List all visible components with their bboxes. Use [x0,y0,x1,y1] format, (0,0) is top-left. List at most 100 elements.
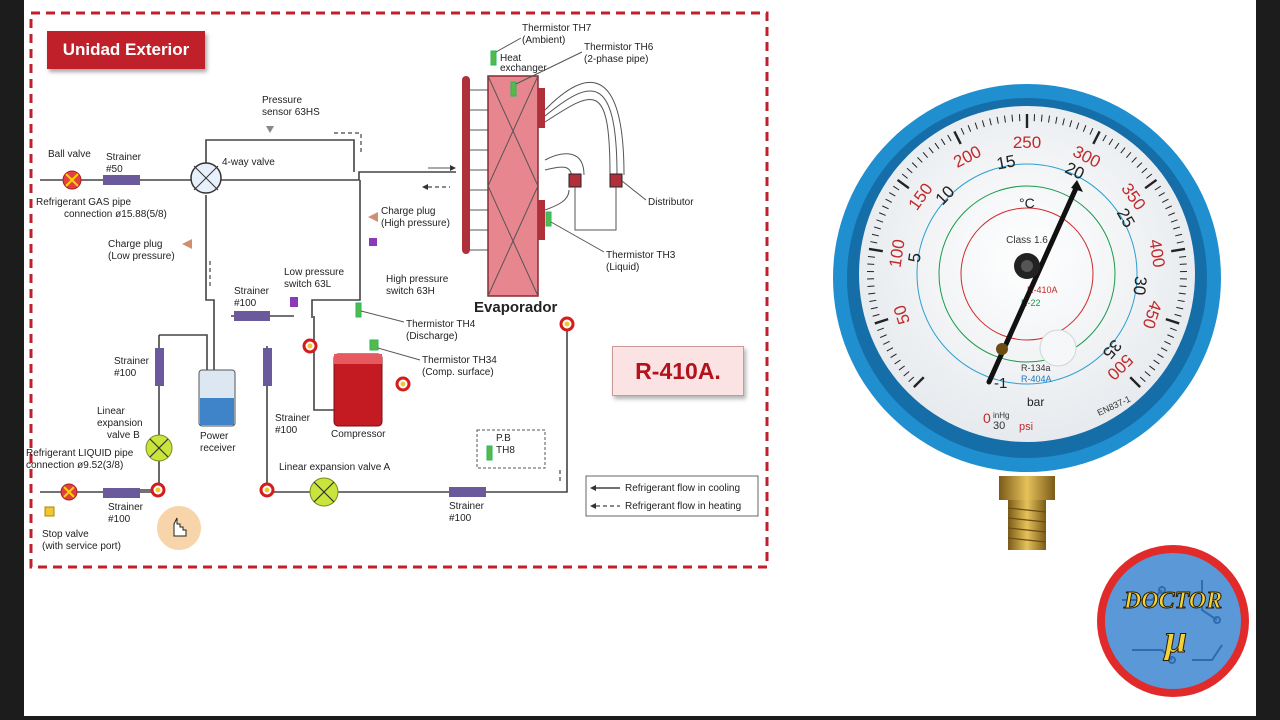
label-distributor: Distributor [648,197,694,208]
label-strainer100-right-b: #100 [449,513,472,524]
label-hp-switch: High pressure [386,274,449,285]
psi-zero: 0 [983,410,991,426]
distributor-link [574,187,617,231]
psi-scale-label: 100 [886,238,909,269]
flow-legend [585,475,759,517]
thermistor-th8-icon [486,445,493,461]
unit-celsius: °C [1019,195,1035,211]
label-charge-plug-low-b: (Low pressure) [108,251,175,262]
gauge-tick [953,130,962,145]
gauge-tick [1154,185,1162,191]
gauge-tick [922,152,929,158]
gauge-tick [989,118,992,126]
gauge-tick [868,247,883,253]
label-liquid-pipe: Refrigerant LIQUID pipe [26,448,134,459]
section-title-text: Unidad Exterior [62,40,190,59]
gauge-tick [1120,147,1126,154]
gauge-tick [878,212,886,216]
label-strainer100-bottom: Strainer [108,502,144,513]
valve-cross [63,486,75,498]
bar-scale-label: 15 [995,151,1017,173]
label-th6: Thermistor TH6 [584,42,654,53]
low-pressure-switch-icon [290,297,298,307]
gas-line-to-hex [219,171,456,181]
label-power-receiver: Power [200,431,229,442]
label-stop-valve: Stop valve [42,529,89,540]
arrowhead [422,184,428,190]
receiver-liquid [200,398,234,425]
label-lev-a: Linear expansion valve A [279,462,391,473]
gauge-adjust-knob [1039,329,1077,367]
leader [377,347,421,361]
label-liquid-pipe-b: connection ø9.52(3/8) [26,460,123,471]
gauge-tick [1069,120,1073,128]
label-lev-b-2: expansion [97,418,143,429]
gauge-tick [886,347,894,352]
gauge-tick [1114,142,1120,150]
capillary-tubes [544,81,625,211]
gauge-ticks [867,114,1187,388]
label-heat-exchanger-b: exchanger [500,63,547,74]
diagram-frame [29,11,769,569]
label-hp-switch-b: switch 63H [386,286,435,297]
gauge-tick [1011,114,1014,122]
gauge-tick [867,255,875,258]
ref-r22: R-22 [1021,298,1041,308]
label-th34: Thermistor TH34 [422,355,497,366]
vacuum-30: 30 [993,420,1005,432]
leader [360,310,405,323]
gauge-tick [1102,134,1107,142]
scale-ring-green [938,185,1116,363]
arrowhead [450,165,456,171]
gauge-tick [1144,371,1151,377]
gauge-tick [1149,365,1156,371]
gauge-fitting-hex [999,476,1055,500]
label-strainer100-left: Strainer [114,356,150,367]
strainer100-top-icon [234,311,270,321]
gauge-tick [1092,130,1101,145]
logo-mu: μ [1163,616,1187,661]
thermistor-th7-icon [490,50,497,66]
ref-r410a: R-410A [1027,285,1058,295]
label-ball-valve: Ball valve [48,149,91,160]
circuit-pattern [1122,580,1223,664]
logo-text: DOCTOR [1123,588,1222,614]
gauge-tick [1179,285,1187,288]
evaporator-label: Evaporador [474,299,558,316]
gauge-tick [1173,226,1181,230]
label-th7-b: (Ambient) [522,35,565,46]
heating-flow-top [334,132,362,152]
unit-inhg: inHg [993,411,1009,420]
gauge-tick [981,120,985,128]
label-th3: Thermistor TH3 [606,250,676,261]
gauge-tick [890,353,897,359]
gauge-tick [1160,347,1168,352]
label-strainer100-bottom-b: #100 [108,514,131,525]
gauge-tick [879,334,887,339]
pressure-sensor-icon [266,126,274,133]
gauge-tick [873,226,881,230]
scale-ring-red [960,207,1094,341]
gauge-tick [1144,178,1158,190]
liquid-bottom-line [266,326,568,493]
bar-minus-one: -1 [994,375,1007,392]
gauge-tick [1157,353,1164,359]
gauge-tick [1146,173,1153,179]
label-th6-b: (2-phase pipe) [584,54,648,65]
strainer50-icon [103,175,140,185]
compressor-icon [333,353,383,427]
valve-line [149,438,169,458]
label-pb: P.B [496,433,511,444]
gauge-tick [894,359,901,365]
bar-scale-label: 5 [905,252,925,264]
gauge-tick [1139,376,1146,383]
strainer100-mid-icon [263,348,272,386]
gauge-tick [1169,327,1177,332]
label-th3-b: (Liquid) [606,262,639,273]
needle-pivot [996,343,1008,355]
gauge-tick [1062,118,1065,126]
leader [550,221,605,253]
gauge-tick [1178,292,1186,295]
pipe-joint-rings [150,316,575,498]
gauge-tick [1168,212,1176,216]
